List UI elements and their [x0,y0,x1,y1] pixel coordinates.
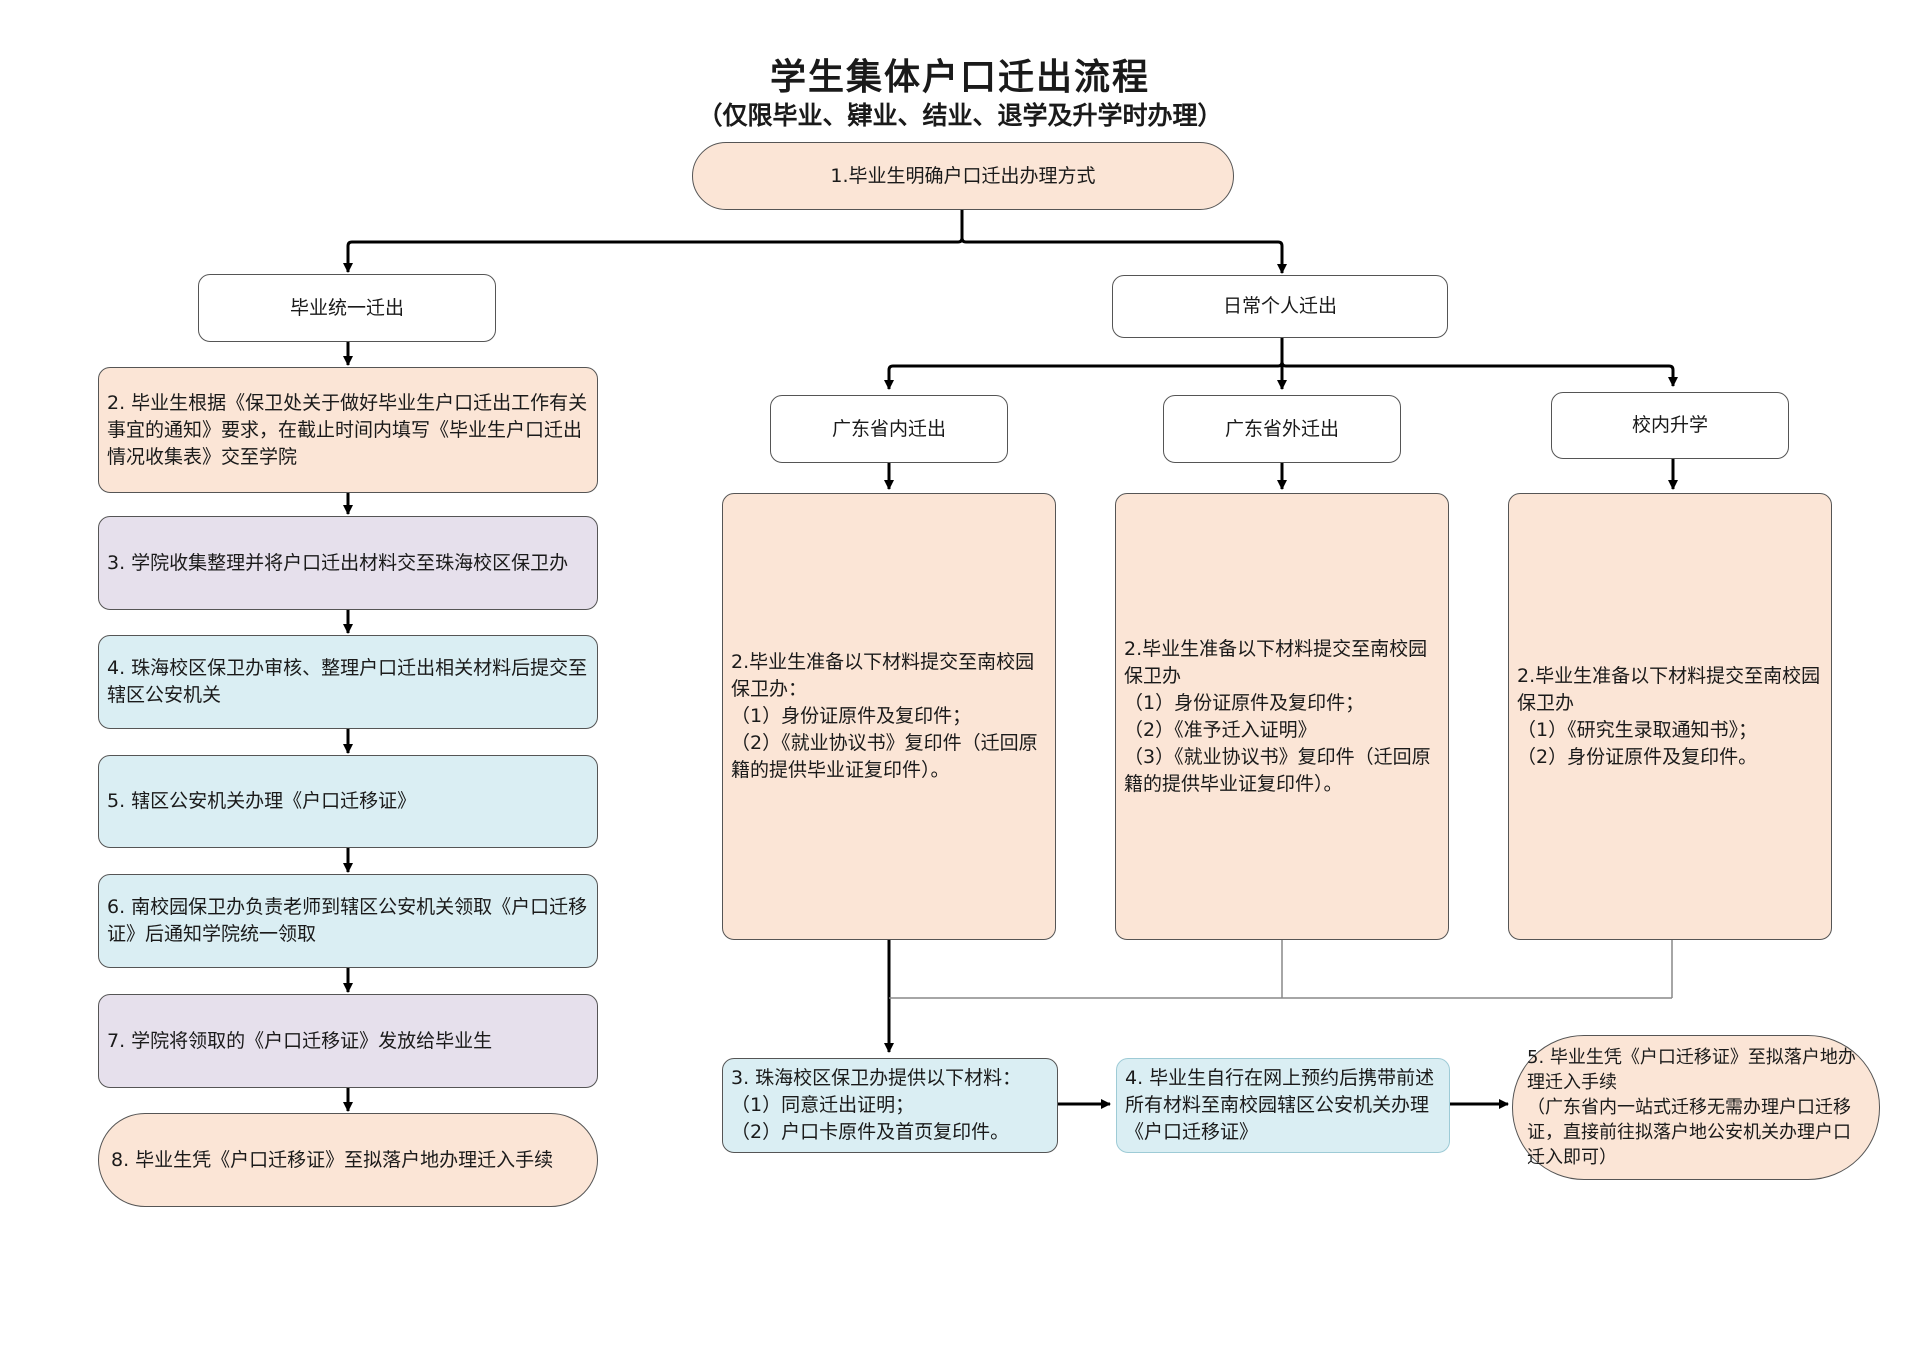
materials-heading: 2.毕业生准备以下材料提交至南校园保卫办： [731,651,1035,700]
materials-in-province: 2.毕业生准备以下材料提交至南校园保卫办： （1）身份证原件及复印件； （2）《… [722,493,1056,940]
materials-item: （3）《就业协议书》复印件（迁回原籍的提供毕业证复印件）。 [1124,745,1431,795]
materials-item: （2）《准予迁入证明》 [1124,718,1317,741]
left-step-2: 2. 毕业生根据《保卫处关于做好毕业生户口迁出工作有关事宜的通知》要求，在截止时… [98,367,598,493]
left-step-4: 4. 珠海校区保卫办审核、整理户口迁出相关材料后提交至辖区公安机关 [98,635,598,729]
sub-branch-campus: 校内升学 [1551,392,1789,459]
sub-branch-in-province: 广东省内迁出 [770,395,1008,463]
materials-item: （1）身份证原件及复印件； [1124,691,1365,714]
materials-campus: 2.毕业生准备以下材料提交至南校园保卫办 （1）《研究生录取通知书》； （2）身… [1508,493,1832,940]
start-node: 1.毕业生明确户口迁出办理方式 [692,142,1234,210]
page-title: 学生集体户口迁出流程 [769,57,1150,98]
materials-heading: 2.毕业生准备以下材料提交至南校园保卫办 [1517,664,1821,714]
materials-item: （1）《研究生录取通知书》； [1517,718,1758,741]
left-step-5: 5. 辖区公安机关办理《户口迁移证》 [98,755,598,848]
merge-line [889,940,1673,999]
page-subtitle: （仅限毕业、肄业、结业、退学及升学时办理） [697,101,1223,130]
sub-branch-out-province: 广东省外迁出 [1163,395,1401,463]
arrow-start-to-personal [960,237,1287,274]
bottom-heading: 5. 毕业生凭《户口迁移证》至拟落户地办理迁入手续 [1527,1047,1856,1093]
bottom-heading: 4. 毕业生自行在网上预约后携带前述所有材料至南校园辖区公安机关办理《户口迁移证… [1125,1067,1435,1143]
left-step-8: 8. 毕业生凭《户口迁移证》至拟落户地办理迁入手续 [98,1113,598,1207]
branch-unified: 毕业统一迁出 [198,274,496,342]
left-step-3: 3. 学院收集整理并将户口迁出材料交至珠海校区保卫办 [98,516,598,610]
left-step-7: 7. 学院将领取的《户口迁移证》发放给毕业生 [98,994,598,1088]
materials-heading: 2.毕业生准备以下材料提交至南校园保卫办 [1124,637,1428,687]
bottom-item: （1）同意迁出证明； [731,1094,915,1116]
bottom-step-4: 4. 毕业生自行在网上预约后携带前述所有材料至南校园辖区公安机关办理《户口迁移证… [1116,1058,1450,1153]
arrow-start-to-unified [343,210,964,273]
bottom-heading: 3. 珠海校区保卫办提供以下材料： [731,1067,1022,1089]
materials-out-province: 2.毕业生准备以下材料提交至南校园保卫办 （1）身份证原件及复印件； （2）《准… [1115,493,1449,940]
arrow-personal-to-campus [1280,361,1678,387]
branch-personal: 日常个人迁出 [1112,275,1448,338]
bottom-step-3: 3. 珠海校区保卫办提供以下材料： （1）同意迁出证明； （2）户口卡原件及首页… [722,1058,1058,1153]
materials-item: （2）《就业协议书》复印件（迁回原籍的提供毕业证复印件）。 [731,732,1038,781]
materials-item: （1）身份证原件及复印件； [731,705,972,727]
bottom-step-5: 5. 毕业生凭《户口迁移证》至拟落户地办理迁入手续 （广东省内一站式迁移无需办理… [1512,1035,1880,1180]
arrow-personal-to-in [884,338,1284,390]
bottom-item: （广东省内一站式迁移无需办理户口迁移证，直接前往拟落户地公安机关办理户口迁入即可… [1527,1097,1851,1168]
materials-item: （2）身份证原件及复印件。 [1517,745,1758,768]
bottom-item: （2）户口卡原件及首页复印件。 [731,1121,1010,1143]
left-step-6: 6. 南校园保卫办负责老师到辖区公安机关领取《户口迁移证》后通知学院统一领取 [98,874,598,968]
